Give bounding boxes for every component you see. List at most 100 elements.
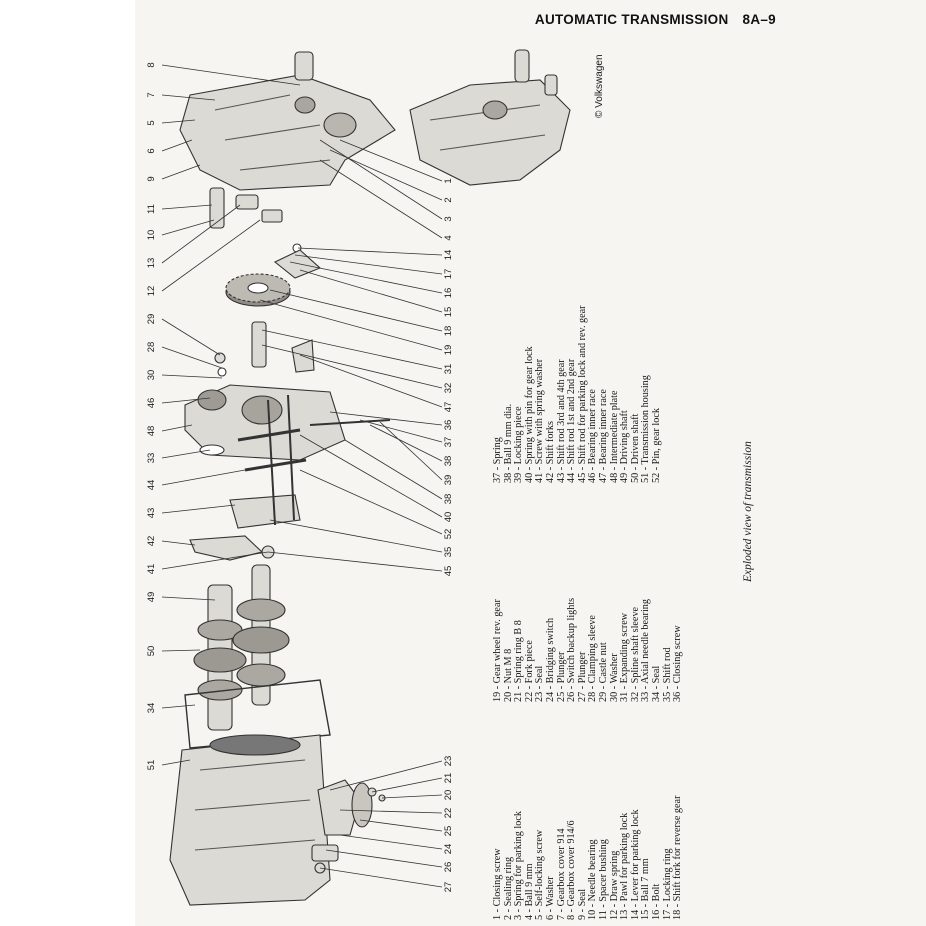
callout-number: 17 — [443, 269, 454, 280]
leader-line — [161, 649, 201, 652]
leader-line — [379, 421, 443, 481]
legend-item: 36 - Closing screw — [672, 625, 684, 702]
callout-number: 36 — [443, 420, 454, 431]
callout-number: 2 — [443, 197, 454, 202]
callout-number: 39 — [443, 475, 454, 486]
legend-item: 11 - Spacer bushing — [597, 839, 609, 920]
leader-line — [161, 204, 241, 264]
gear-wheel-reverse — [225, 273, 291, 307]
leader-line — [359, 819, 443, 832]
leader-line — [261, 329, 443, 370]
leader-line — [261, 344, 443, 389]
leader-line — [369, 424, 443, 462]
transmission-housing — [169, 734, 331, 906]
callout-number: 52 — [443, 529, 454, 540]
copyright-notice: © Volkswagen — [594, 54, 605, 118]
leader-line — [299, 469, 443, 535]
page-number: 8A–9 — [742, 12, 776, 27]
leader-line — [161, 346, 223, 369]
callout-number: 21 — [443, 773, 454, 784]
callout-number: 28 — [146, 342, 157, 353]
leader-line — [161, 397, 211, 404]
leader-line — [319, 139, 443, 220]
callout-number: 10 — [146, 230, 157, 241]
callout-number: 47 — [443, 402, 454, 413]
leader-line — [319, 867, 443, 888]
leader-line — [161, 469, 246, 486]
callout-number: 29 — [146, 314, 157, 325]
leader-line — [359, 419, 443, 443]
callout-number: 26 — [443, 862, 454, 873]
callout-number: 14 — [443, 250, 454, 261]
leader-line — [161, 139, 193, 152]
leader-line — [371, 777, 443, 793]
legend-item: 37 - Spring — [492, 437, 503, 483]
callout-number: 49 — [146, 592, 157, 603]
leader-line — [344, 439, 443, 500]
legend-item: 24 - Bridging switch — [544, 617, 556, 702]
gearbox-cover-914-6 — [409, 79, 571, 186]
legend-item: 1 - Closing screw — [492, 848, 503, 920]
callout-number: 48 — [146, 426, 157, 437]
leader-line — [259, 299, 443, 351]
callout-number: 51 — [146, 760, 157, 771]
leader-line — [161, 551, 269, 570]
leader-line — [381, 794, 443, 799]
legend-item: 16 - Bolt — [650, 883, 662, 920]
figure-caption: Exploded view of transmission — [742, 441, 754, 582]
leader-line — [297, 247, 443, 256]
callout-number: 19 — [443, 345, 454, 356]
leader-line — [161, 759, 191, 766]
leader-line — [161, 219, 261, 292]
leader-line — [161, 204, 213, 210]
leader-line — [299, 354, 443, 408]
leader-line — [161, 596, 216, 601]
callout-number: 4 — [443, 235, 454, 240]
leader-line — [289, 261, 443, 294]
callout-number: 32 — [443, 383, 454, 394]
legend-item: 6 - Washer — [544, 876, 556, 920]
legend-item: 34 - Seal — [650, 665, 662, 702]
legend-item: 29 - Castle nut — [597, 642, 609, 702]
leader-line — [269, 289, 443, 332]
callout-number: 9 — [146, 176, 157, 181]
gearbox-cover-914 — [179, 74, 396, 191]
leader-line — [161, 704, 196, 709]
leader-line — [161, 64, 301, 86]
copyright-text: © Volkswagen — [594, 54, 605, 118]
callout-number: 23 — [443, 756, 454, 767]
caption-text: Exploded view of transmission — [742, 441, 754, 582]
driving-shaft — [193, 584, 247, 731]
legend-item: 18 - Shift fork for reverse gear — [672, 795, 684, 920]
callout-number: 27 — [443, 882, 454, 893]
leader-line — [299, 269, 443, 313]
callout-number: 42 — [146, 536, 157, 547]
legend-item: 42 - Shift forks — [544, 421, 556, 483]
leader-line — [339, 139, 443, 182]
callout-number: 5 — [146, 120, 157, 125]
callout-number: 41 — [146, 564, 157, 575]
leader-line — [325, 849, 443, 868]
callout-number: 31 — [443, 364, 454, 375]
callout-number: 44 — [146, 480, 157, 491]
callout-number: 1 — [443, 178, 454, 183]
callout-number: 25 — [443, 826, 454, 837]
leader-line — [161, 219, 215, 236]
callout-number: 45 — [443, 566, 454, 577]
leader-line — [299, 434, 443, 518]
callout-number: 24 — [443, 844, 454, 855]
callout-number: 38 — [443, 456, 454, 467]
callout-number: 35 — [443, 547, 454, 558]
legend-item: 52 - Pin, gear lock — [650, 408, 662, 483]
legend-item: 19 - Gear wheel rev. gear — [492, 599, 503, 702]
leader-line — [161, 504, 236, 514]
leader-line — [161, 164, 201, 180]
callout-number: 43 — [146, 508, 157, 519]
leader-line — [339, 809, 443, 814]
leader-line — [161, 424, 193, 432]
